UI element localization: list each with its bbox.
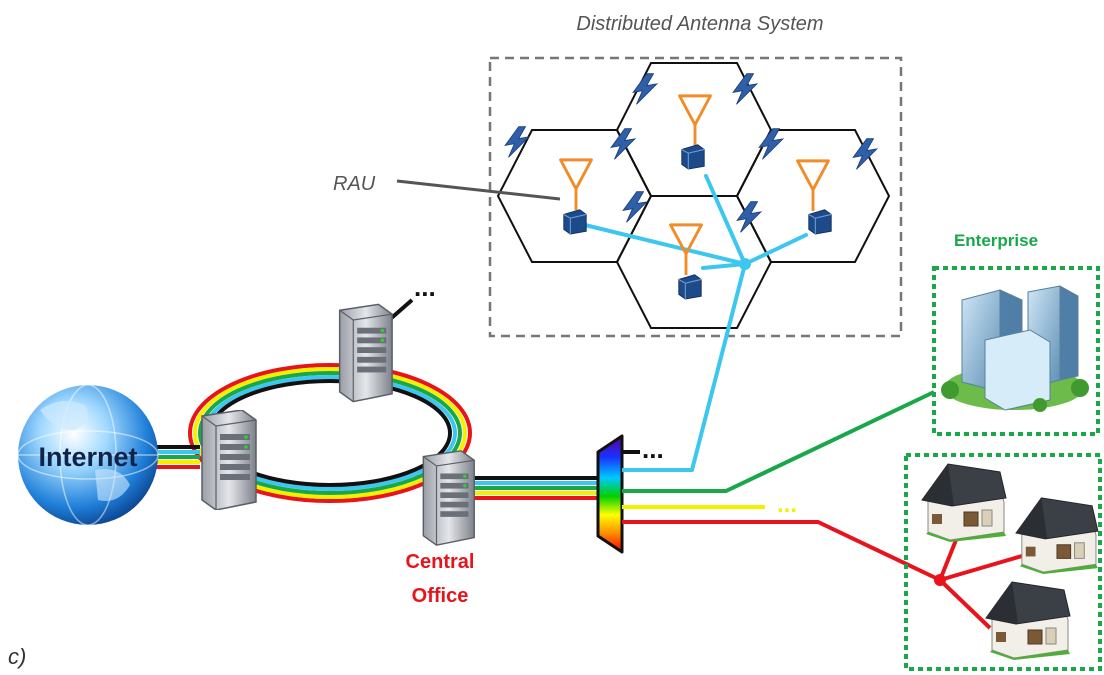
central-office-label-line1: Central (406, 551, 475, 573)
server-icon (338, 303, 393, 403)
server-icon (422, 450, 475, 546)
home-splitter-node (934, 574, 946, 586)
das-boundary-box (488, 56, 903, 338)
rau-box-icon (563, 209, 587, 235)
house-icon (985, 581, 1071, 660)
wavelength-demux-icon (596, 434, 624, 554)
building-icon (941, 285, 1089, 412)
das-fiber-links (583, 174, 808, 472)
enterprise-label: Enterprise (954, 231, 1038, 250)
lightning-icon (732, 73, 758, 105)
central-office-label-line2: Office (412, 585, 469, 607)
das-cells (496, 62, 891, 329)
das-title: Distributed Antenna System (576, 13, 823, 35)
homes-box (904, 453, 1102, 671)
enterprise-box (932, 266, 1100, 436)
rau-box-icon (681, 144, 705, 170)
lightning-icon (632, 73, 658, 105)
demux-black-ellipsis: ... (642, 434, 664, 464)
globe-icon (17, 384, 159, 526)
antenna-icon (678, 94, 712, 148)
house-icon (921, 463, 1007, 542)
trunk-link (470, 476, 600, 500)
internet-label: Internet (38, 442, 137, 472)
server-icon (201, 410, 257, 510)
rau-box-icon (808, 209, 832, 235)
house-icon (1015, 497, 1099, 574)
lightning-icon (736, 201, 762, 233)
server-branch-ellipsis: ... (414, 272, 436, 302)
lightning-icon (622, 191, 648, 223)
das-hub-node (739, 258, 751, 270)
rau-pointer (396, 179, 561, 201)
hex-cell-bottom (615, 195, 773, 329)
panel-label: c) (8, 644, 26, 669)
demux-yellow-ellipsis: ... (777, 491, 797, 518)
rau-box-icon (678, 274, 702, 300)
antenna-icon (559, 158, 593, 212)
lightning-icon (610, 128, 636, 160)
lightning-icon (758, 128, 784, 160)
internet-link (150, 445, 200, 469)
demux-outputs (622, 390, 941, 582)
antenna-icon (796, 159, 830, 213)
rau-label: RAU (333, 173, 376, 195)
